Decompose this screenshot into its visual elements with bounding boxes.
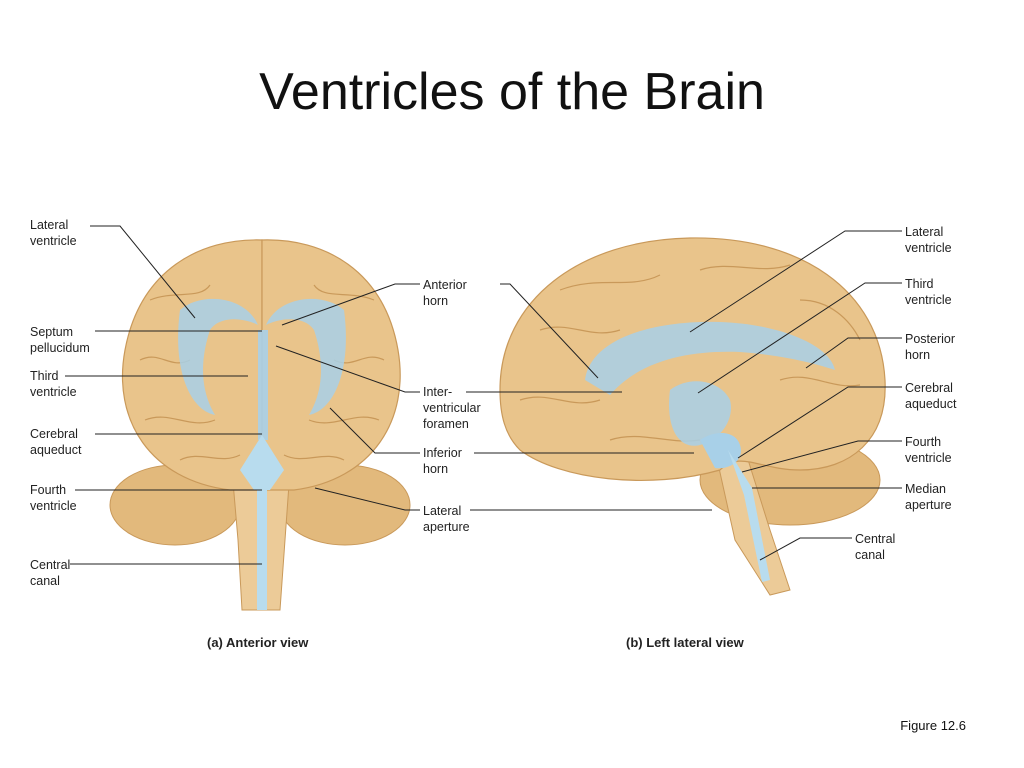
label-lateral-ventricle-b: Lateral ventricle	[905, 225, 952, 255]
label-inferior-horn: Inferior horn	[423, 446, 462, 476]
slide-title: Ventricles of the Brain	[259, 63, 765, 121]
label-lateral-aperture: Lateral aperture	[423, 504, 470, 534]
caption-anterior-view: (a) Anterior view	[207, 635, 309, 650]
label-lateral-ventricle-a: Lateral ventricle	[30, 218, 77, 248]
label-fourth-ventricle-b: Fourth ventricle	[905, 435, 952, 465]
label-cerebral-aqueduct-a: Cerebral aqueduct	[30, 427, 82, 457]
lateral-brain-illustration	[499, 237, 886, 596]
label-third-ventricle-a: Third ventricle	[30, 369, 77, 399]
anterior-brain-illustration	[109, 239, 411, 611]
label-anterior-horn: Anterior horn	[423, 278, 467, 308]
label-interventricular-foramen: Inter- ventricular foramen	[423, 385, 481, 431]
label-posterior-horn: Posterior horn	[905, 332, 956, 362]
label-cerebral-aqueduct-b: Cerebral aqueduct	[905, 381, 957, 411]
caption-left-lateral-view: (b) Left lateral view	[626, 635, 744, 650]
label-median-aperture: Median aperture	[905, 482, 952, 512]
label-septum-pellucidum: Septum pellucidum	[30, 325, 90, 355]
leader-lines	[65, 225, 902, 565]
label-third-ventricle-b: Third ventricle	[905, 277, 952, 307]
figure-reference: Figure 12.6	[900, 718, 966, 733]
label-central-canal-a: Central canal	[30, 558, 71, 588]
label-fourth-ventricle-a: Fourth ventricle	[30, 483, 77, 513]
label-central-canal-b: Central canal	[855, 532, 896, 562]
